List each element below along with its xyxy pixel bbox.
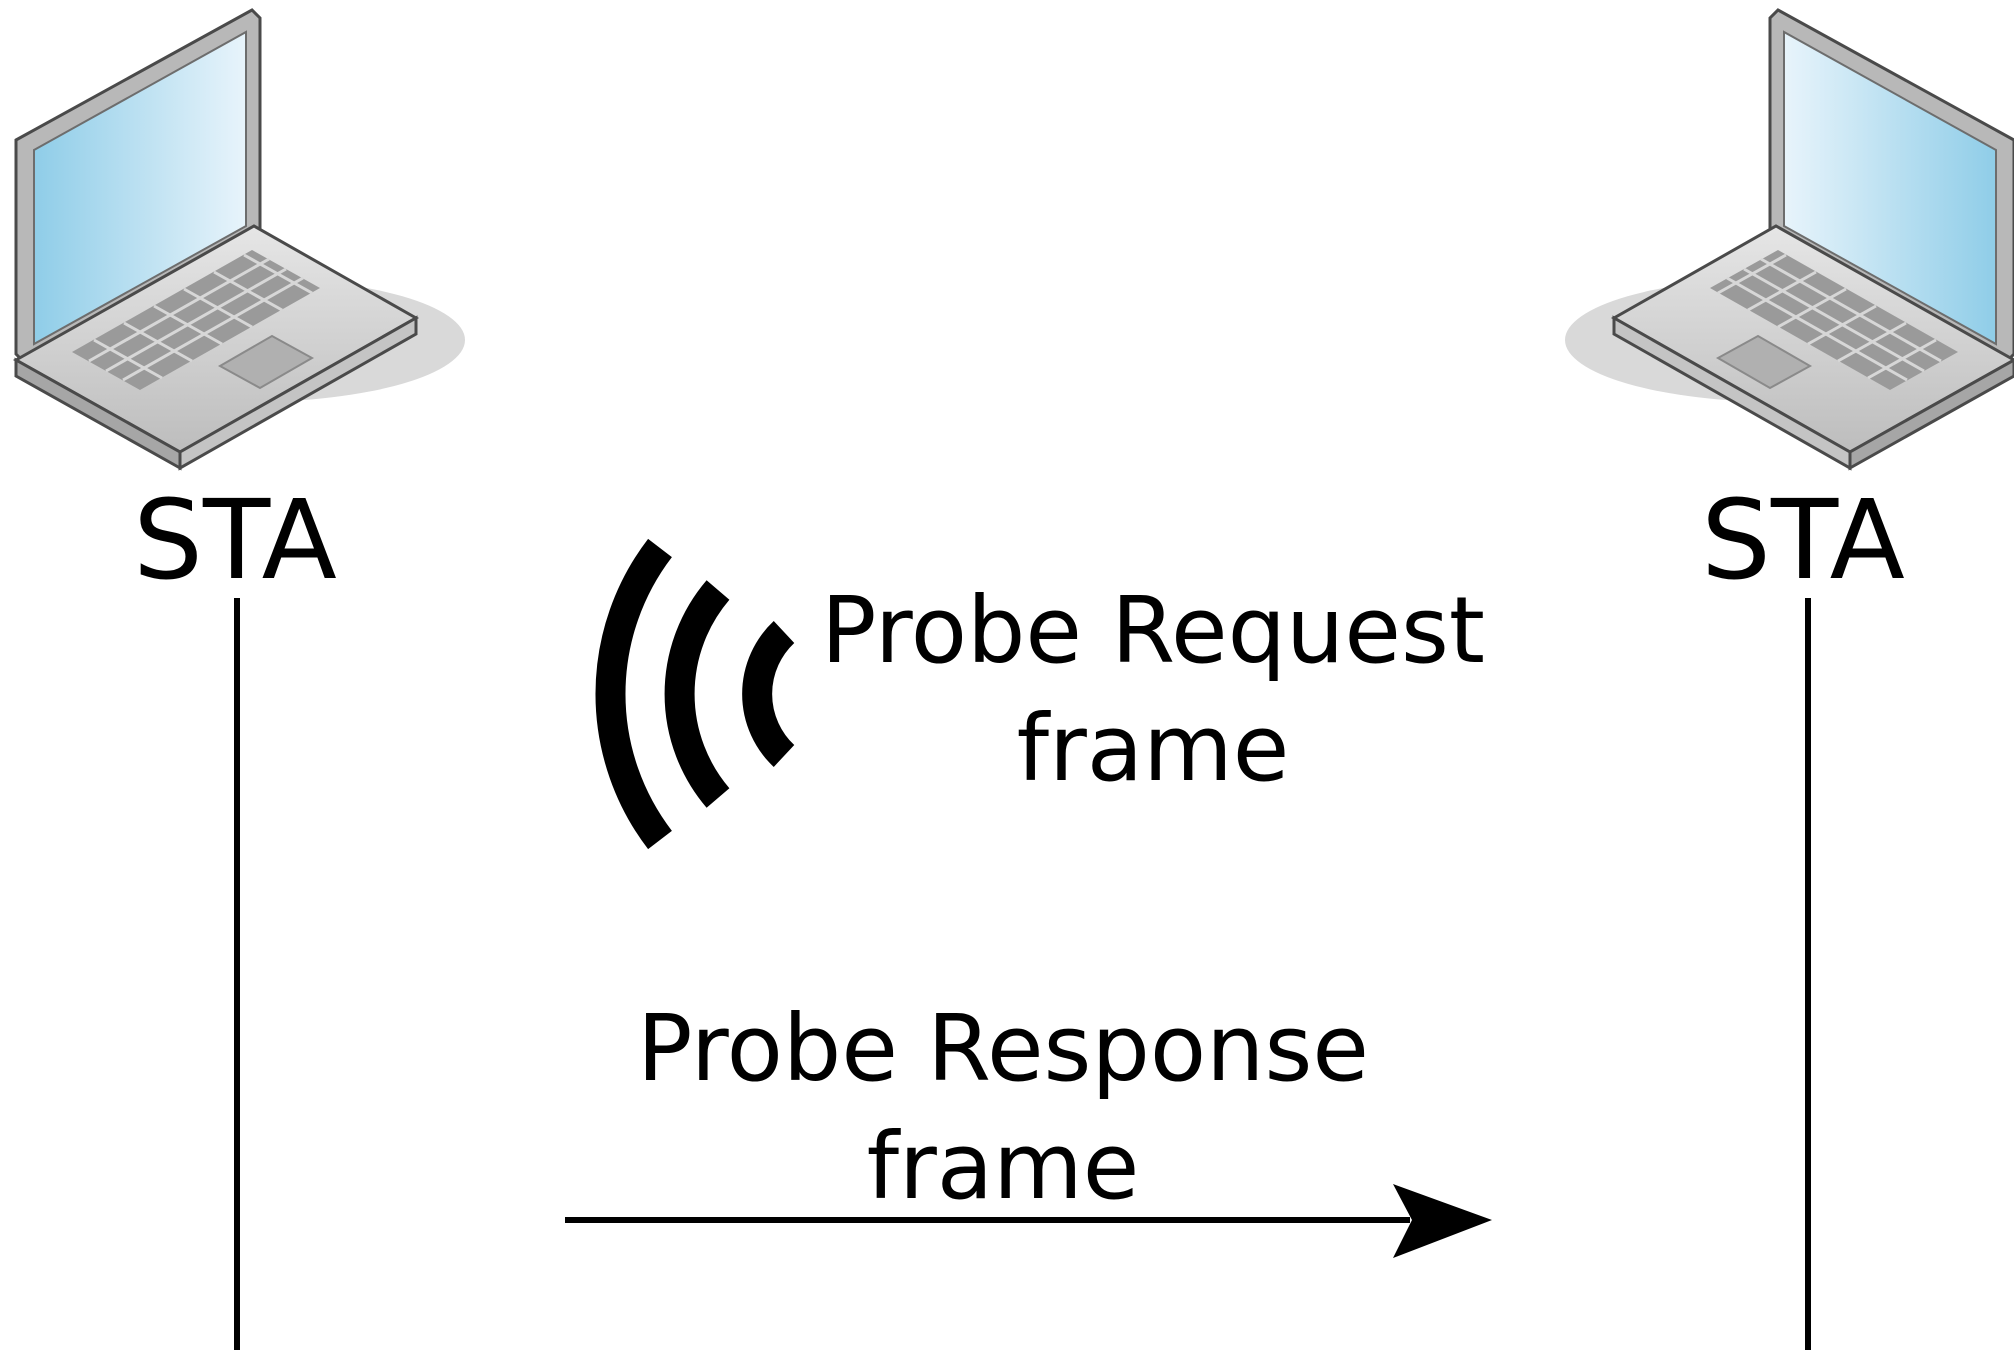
right-station: STA [1563, 8, 2014, 1350]
laptop-icon [14, 8, 467, 470]
station-label-left: STA [133, 476, 337, 604]
probe-response-line1: Probe Response [637, 995, 1369, 1102]
laptop-icon [1563, 8, 2014, 470]
probe-response-arrow [565, 1184, 1492, 1258]
probe-request-label: Probe Request frame [821, 577, 1485, 802]
arrowhead-icon [1393, 1184, 1492, 1258]
left-station: STA [14, 8, 467, 1350]
wireless-signal-icon [595, 538, 795, 850]
probe-request-line1: Probe Request [821, 577, 1485, 684]
probe-response-label: Probe Response frame [637, 995, 1369, 1220]
probe-request-line2: frame [1017, 695, 1290, 802]
probe-response-line2: frame [867, 1113, 1140, 1220]
station-label-right: STA [1701, 476, 1905, 604]
